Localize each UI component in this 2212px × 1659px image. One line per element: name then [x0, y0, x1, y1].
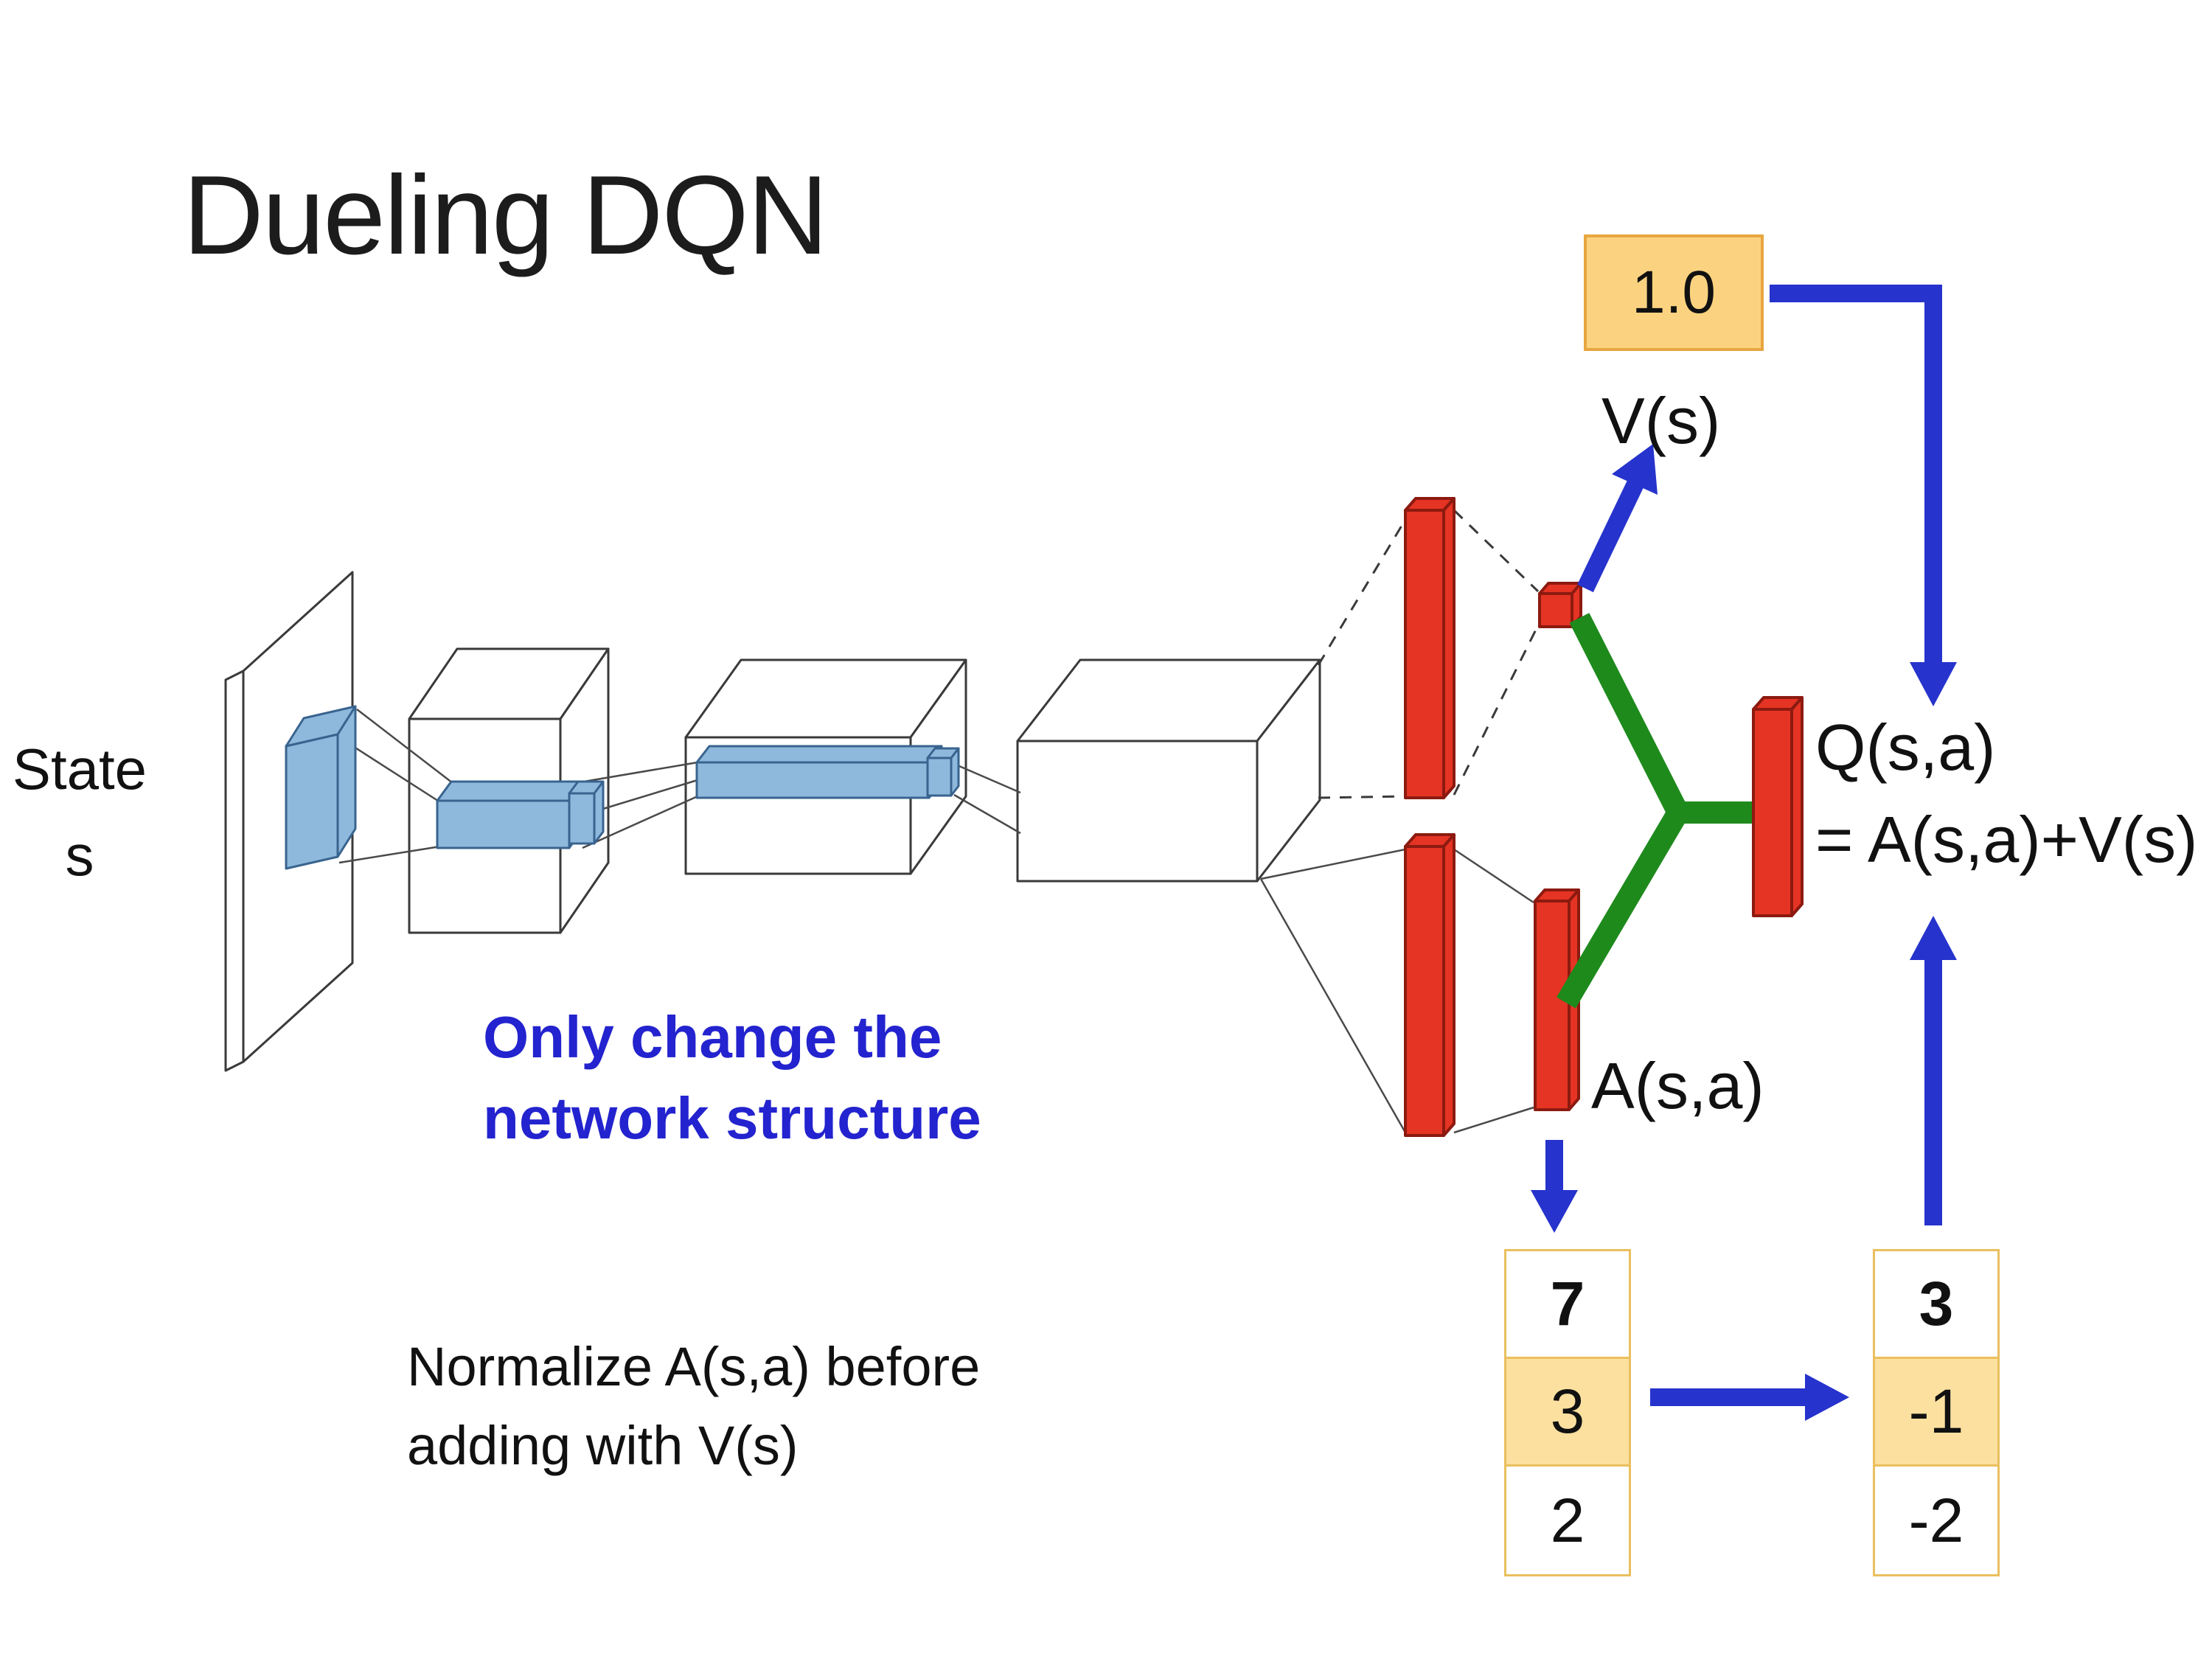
- q-formula: = A(s,a)+V(s): [1815, 802, 2198, 876]
- value-scalar-text: 1.0: [1632, 259, 1716, 326]
- panel-side-face: [224, 669, 245, 1072]
- fc-bar-advantage-stream: [1404, 833, 1455, 1137]
- fc-bar-value-stream: [1404, 497, 1455, 799]
- fanout-dashed-value-stream: [1317, 509, 1540, 799]
- note-normalize: Normalize A(s,a) before adding with V(s): [407, 1327, 980, 1486]
- advantage-cell-2: 2: [1550, 1485, 1585, 1555]
- q-label-block: Q(s,a) = A(s,a)+V(s): [1815, 702, 2197, 886]
- normalize-arrow: [1650, 1374, 1849, 1421]
- state-input-label: State s: [6, 726, 153, 899]
- value-to-q-arrow: [1770, 285, 1957, 706]
- q-label: Q(s,a): [1815, 711, 1996, 784]
- feature-map-conv2: [695, 745, 960, 799]
- value-output-arrow: [1577, 444, 1658, 593]
- note-network-structure: Only change the network structure: [483, 997, 981, 1160]
- merge-connector: [1557, 613, 1756, 1009]
- note-black-line1: Normalize A(s,a) before: [407, 1336, 981, 1397]
- advantage-cell-0: 7: [1506, 1251, 1629, 1359]
- connection-lines-layer3: [953, 762, 1021, 835]
- connection-lines-layer2: [582, 761, 698, 849]
- slide-title: Dueling DQN: [183, 153, 828, 278]
- fanout-solid-advantage-stream: [1259, 848, 1534, 1134]
- normalized-table: 3 -1 -2: [1873, 1249, 2000, 1576]
- advantage-cell-1: 3: [1506, 1359, 1629, 1467]
- value-node: [1538, 582, 1582, 628]
- conv-cube-3: [1016, 658, 1321, 883]
- feature-map-conv1: [436, 780, 605, 849]
- normalized-to-q-arrow: [1910, 916, 1957, 1225]
- note-blue-line2: network structure: [483, 1085, 981, 1152]
- state-label-line1: State: [12, 737, 147, 801]
- v-label: V(s): [1601, 384, 1721, 457]
- advantage-to-table-arrow: [1531, 1140, 1578, 1233]
- q-output-bar: [1752, 696, 1804, 917]
- note-blue-line1: Only change the: [483, 1004, 942, 1070]
- state-label-line2: s: [65, 823, 94, 888]
- normalized-cell-1: -1: [1875, 1359, 1997, 1467]
- advantage-table: 7 3 2: [1504, 1249, 1631, 1576]
- normalized-cell-2: -2: [1908, 1485, 1964, 1555]
- normalized-cell-0: 3: [1875, 1251, 1997, 1359]
- value-scalar-box: 1.0: [1584, 234, 1764, 351]
- feature-map-input: [285, 705, 357, 870]
- note-black-line2: adding with V(s): [407, 1415, 799, 1477]
- a-label: A(s,a): [1591, 1049, 1764, 1122]
